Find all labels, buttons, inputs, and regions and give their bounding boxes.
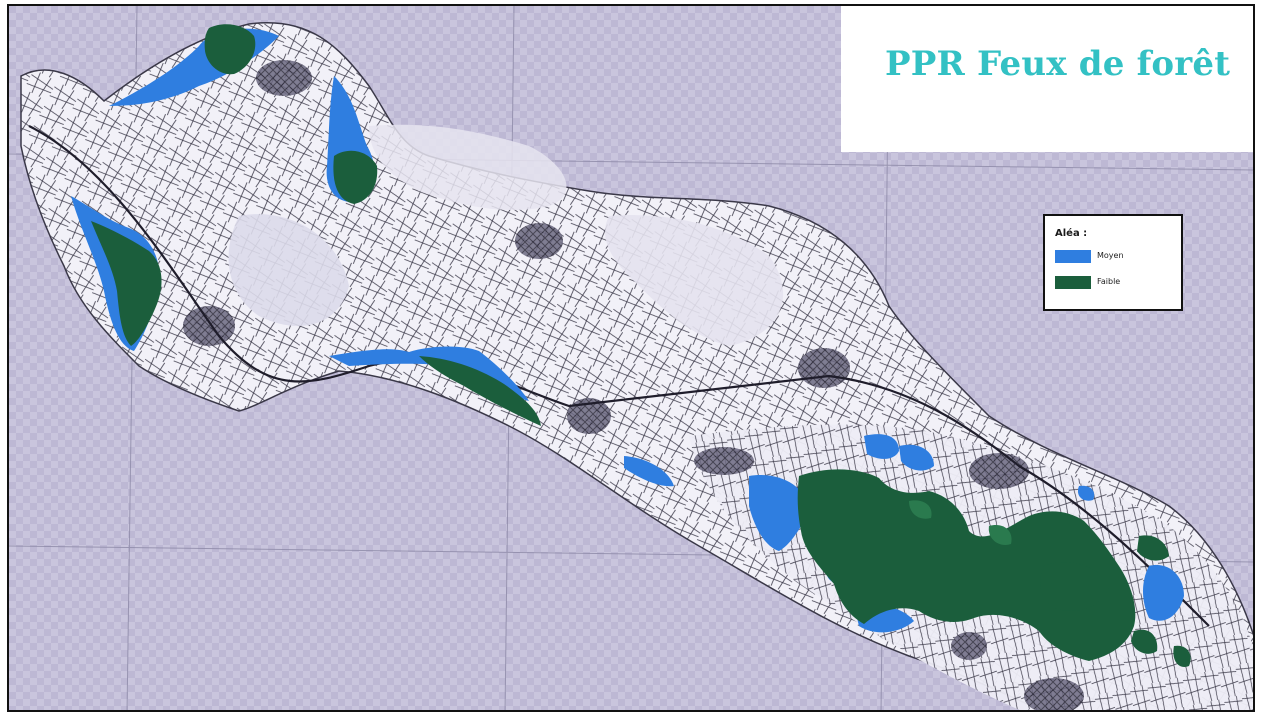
legend-swatch-faible [1055, 276, 1091, 289]
legend-label-moyen: Moyen [1097, 251, 1124, 260]
map-title: PPR Feux de forêt [885, 44, 1231, 84]
main-road [28, 125, 1210, 627]
legend: Aléa : Moyen Faible [1043, 214, 1183, 311]
bay-north [605, 215, 784, 346]
towns [183, 60, 1084, 710]
marsh-bay [369, 124, 567, 211]
title-box: PPR Feux de forêt [841, 6, 1253, 152]
bay-fier [228, 214, 349, 326]
map-frame: PPR Feux de forêt Aléa : Moyen Faible [7, 4, 1255, 712]
legend-label-faible: Faible [1097, 277, 1121, 286]
legend-swatch-moyen [1055, 250, 1091, 263]
legend-title: Aléa : [1055, 228, 1088, 239]
alea-faible-zones [91, 24, 1191, 667]
